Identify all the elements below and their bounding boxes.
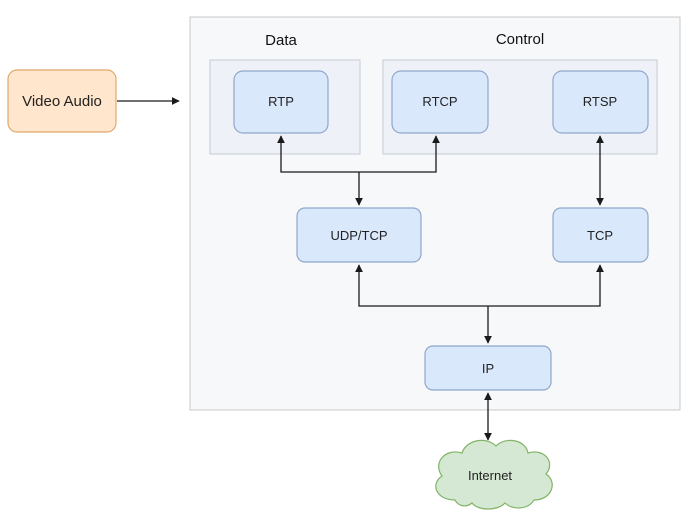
control-group-title: Control (496, 31, 544, 48)
transport-to-ip-connector (355, 264, 604, 307)
rtp-label: RTP (268, 94, 294, 109)
internet-cloud-icon (435, 439, 553, 510)
video-audio-box (7, 69, 117, 133)
rtcp-label: RTCP (422, 94, 457, 109)
ip-label: IP (482, 361, 494, 376)
tcp-box (552, 207, 649, 263)
ip-box (424, 345, 552, 391)
rtp-box (233, 70, 329, 134)
udp-tcp-box (296, 207, 422, 263)
data-group-title: Data (265, 32, 297, 49)
video-audio-label: Video Audio (22, 93, 102, 110)
rtsp-label: RTSP (583, 94, 617, 109)
udp-tcp-label: UDP/TCP (330, 228, 387, 243)
internet-label: Internet (468, 468, 512, 483)
rtcp-box (391, 70, 489, 134)
tcp-label: TCP (587, 228, 613, 243)
rtsp-box (552, 70, 649, 134)
